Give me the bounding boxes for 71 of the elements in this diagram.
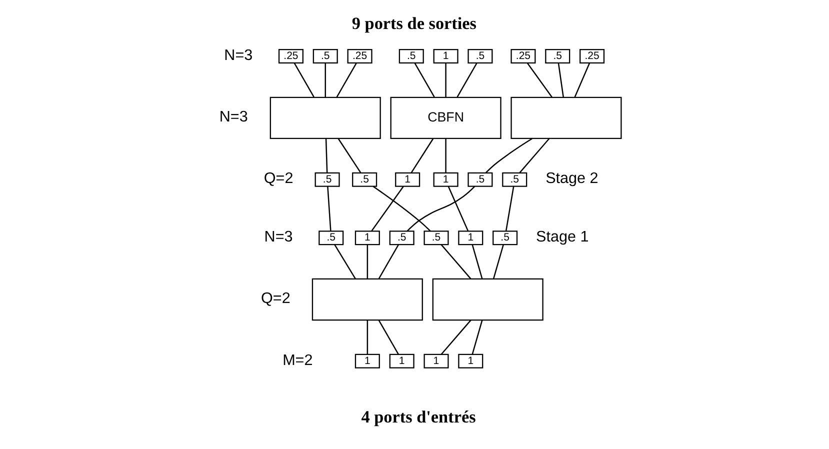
node-box: 1 [433, 49, 458, 64]
connector [294, 62, 314, 98]
connector [371, 186, 404, 232]
node-box: 1 [458, 230, 484, 246]
connector [574, 62, 590, 98]
connector [492, 244, 504, 279]
diagram-title: 9 ports de sorties [352, 14, 476, 33]
node-box: .5 [468, 49, 493, 64]
node-box: .5 [502, 172, 528, 187]
connector [366, 320, 368, 354]
connector [406, 186, 476, 232]
node-box: .25 [580, 49, 605, 64]
connector [410, 138, 434, 174]
node-box: .25 [278, 49, 304, 64]
label: Q=2 [264, 170, 294, 188]
connector [378, 244, 400, 279]
connector [440, 244, 472, 280]
node-box [510, 96, 622, 140]
node-box: .5 [424, 230, 449, 246]
node-box: .25 [510, 49, 536, 64]
node-box: .5 [318, 230, 344, 246]
node-box: .5 [389, 230, 414, 246]
connector [327, 186, 332, 231]
node-box: .5 [352, 172, 378, 187]
connector [336, 62, 358, 98]
connector [372, 186, 431, 232]
connector [472, 244, 483, 279]
connector [366, 244, 368, 279]
connector [334, 244, 356, 279]
node-box: 1 [395, 172, 420, 187]
node-box: 1 [458, 354, 484, 368]
connector [440, 320, 472, 355]
node-box [312, 278, 423, 321]
caption: 4 ports d'entrés [361, 408, 476, 427]
connector [486, 138, 532, 174]
connector [324, 63, 326, 98]
label: Q=2 [261, 290, 290, 308]
label: N=3 [224, 46, 253, 64]
node-box: 1 [354, 354, 380, 368]
node-box: .5 [492, 230, 518, 246]
label: M=2 [282, 352, 313, 369]
connector [472, 320, 483, 354]
node-box: .5 [545, 49, 570, 64]
connector [325, 138, 328, 173]
connector [505, 186, 514, 231]
node-box: .5 [312, 49, 338, 64]
connector [456, 62, 478, 98]
connector [445, 63, 446, 98]
connector [526, 62, 552, 98]
node-box [432, 278, 544, 321]
connector [445, 138, 446, 173]
connector [338, 138, 362, 174]
label: N=3 [219, 108, 248, 126]
connector [378, 320, 399, 355]
connector [448, 186, 469, 232]
node-box: 1 [389, 354, 414, 368]
connector [558, 62, 564, 98]
label: Stage 2 [546, 170, 598, 188]
connector [414, 62, 435, 98]
label: N=3 [264, 228, 293, 246]
node-box: .5 [468, 172, 493, 187]
node-box: .25 [347, 49, 372, 64]
connector [519, 138, 550, 174]
node-box: 1 [424, 354, 449, 368]
node-box: 1 [354, 230, 380, 246]
node-box [270, 96, 381, 140]
node-box: .5 [398, 49, 424, 64]
node-box: .5 [314, 172, 340, 187]
node-box: CBFN [390, 96, 502, 140]
node-box: 1 [433, 172, 458, 187]
label: Stage 1 [536, 228, 589, 246]
